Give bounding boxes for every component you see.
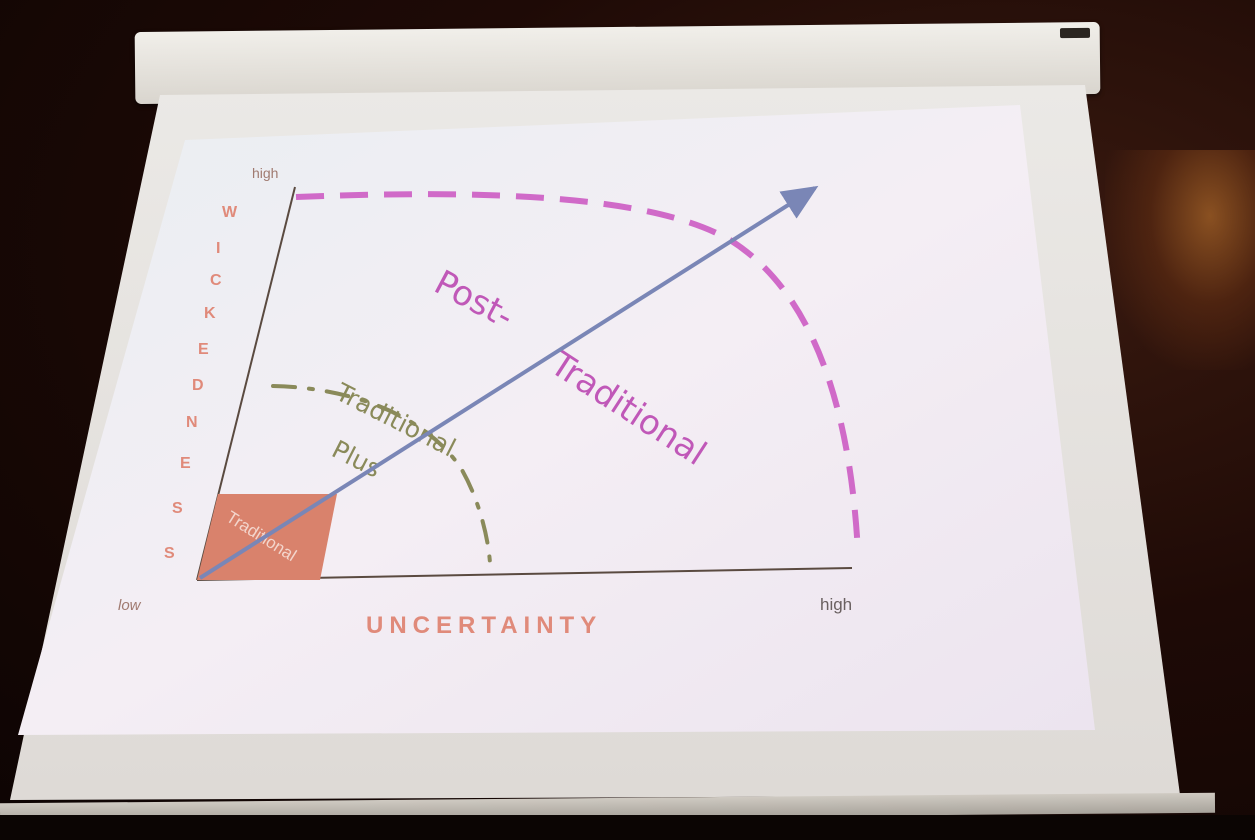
- y-axis-letter: E: [198, 341, 209, 358]
- y-axis-letter: D: [192, 377, 204, 394]
- x-axis-high-label: high: [820, 595, 852, 614]
- slide-area: [18, 105, 1095, 735]
- floor-shadow: [0, 815, 1255, 840]
- y-axis-letter: K: [204, 305, 216, 322]
- y-axis-letter: I: [216, 240, 220, 257]
- x-axis-title: UNCERTAINTY: [366, 612, 602, 639]
- y-axis-low-label: low: [118, 597, 142, 614]
- y-axis-title-wickedness: W I C K E D N E S S: [164, 204, 238, 562]
- progression-arrow: [198, 185, 819, 580]
- y-axis-letter: W: [222, 204, 238, 221]
- y-axis-letter: E: [180, 455, 191, 472]
- background-room-light: [1105, 150, 1255, 370]
- y-axis-letter: N: [186, 414, 198, 431]
- y-axis-letter: C: [210, 272, 222, 289]
- post-traditional-boundary: [295, 191, 861, 554]
- traditional-plus-boundary: [271, 384, 492, 565]
- y-axis-letter: S: [164, 545, 175, 562]
- y-axis-high-label: high: [252, 165, 278, 181]
- y-axis-letter: S: [172, 500, 183, 517]
